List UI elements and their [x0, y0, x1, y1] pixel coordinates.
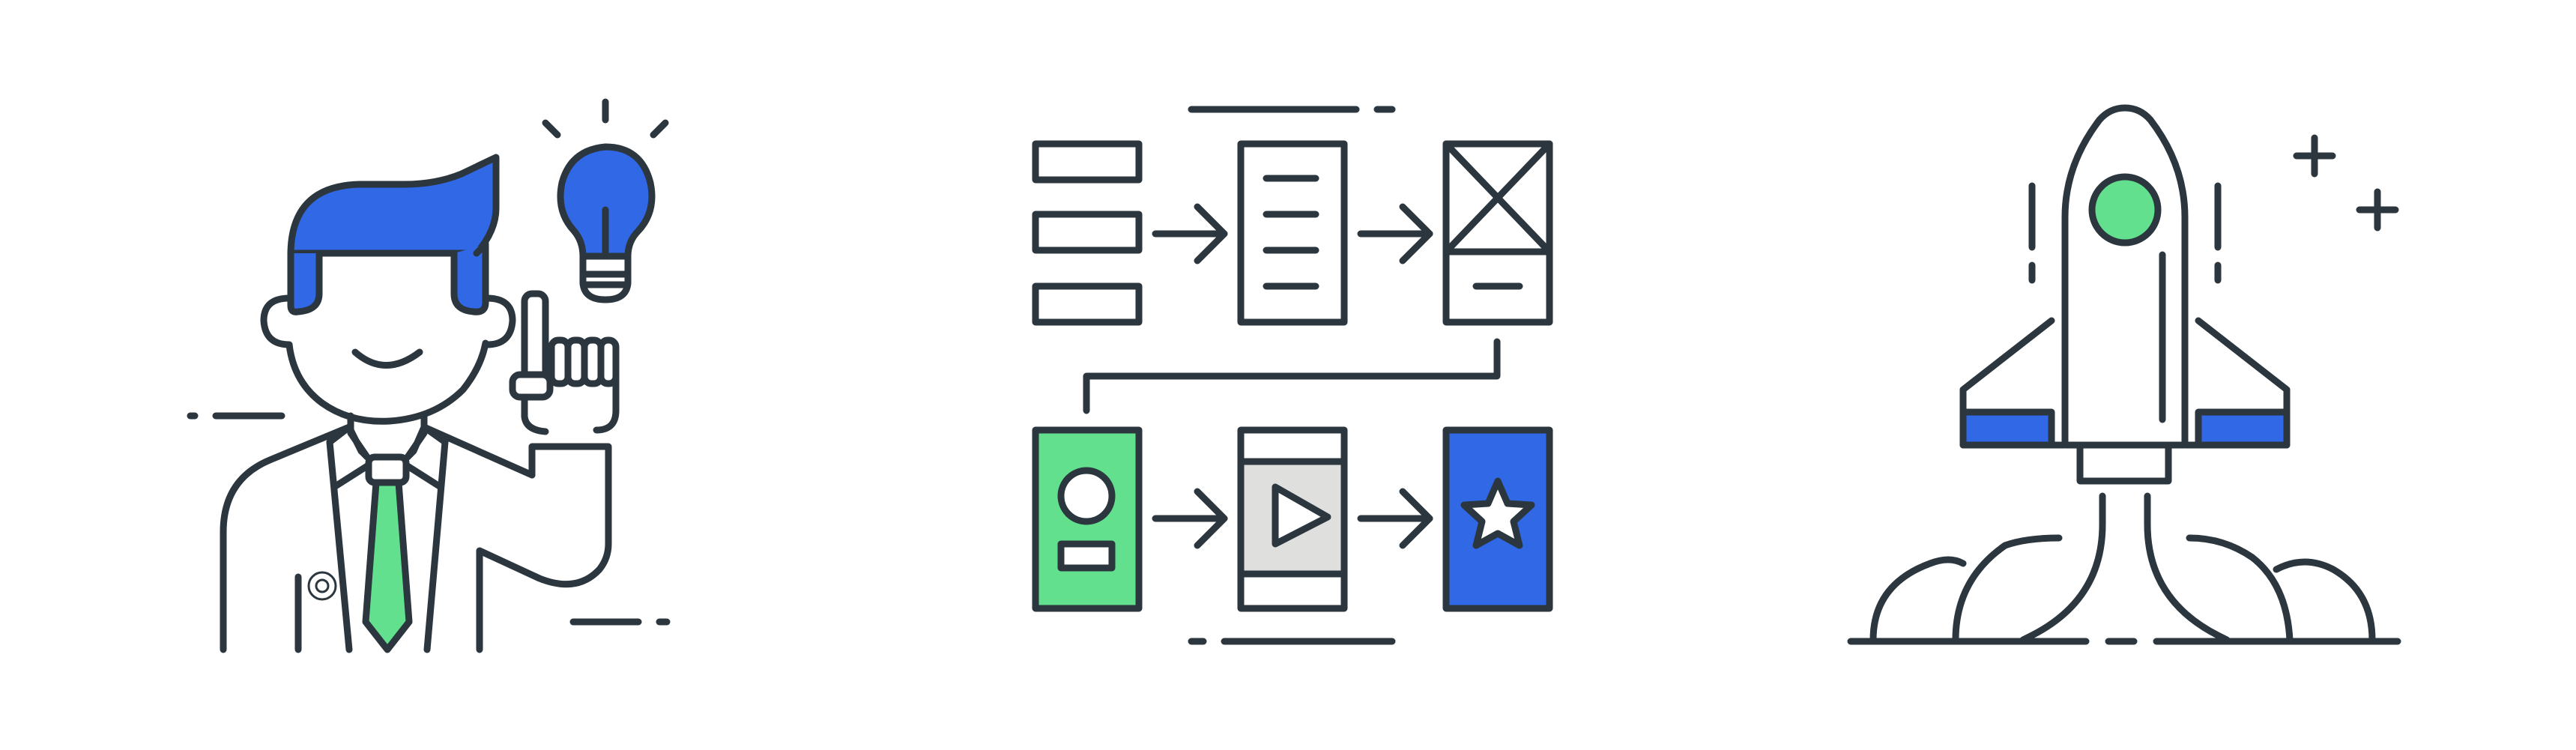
sparkle-icon: [2293, 134, 2399, 232]
arrow-right-icon: [1152, 203, 1228, 264]
profile-card-icon: [1032, 426, 1143, 612]
person-svg: [187, 98, 671, 653]
star-card-icon: [1442, 426, 1553, 612]
video-player-icon: [1237, 426, 1348, 612]
smoke-cloud-icon: [1847, 492, 2401, 645]
connector-line: [1083, 338, 1501, 414]
idea-person-illustration: [0, 0, 859, 750]
suit-body: [220, 412, 612, 653]
window-icon: [2088, 173, 2162, 247]
raised-finger-icon: [509, 290, 620, 435]
wireframe-icon: [1442, 140, 1553, 326]
pin-icon: [307, 571, 337, 601]
head: [260, 294, 516, 425]
arrow-right-icon: [1357, 203, 1433, 264]
necktie-icon: [362, 453, 413, 653]
list-icon: [1032, 140, 1143, 326]
rocket-svg: [1847, 104, 2401, 645]
rocket-fins: [1959, 317, 2291, 449]
lightbulb-icon: [542, 98, 669, 303]
arrow-right-icon: [1152, 488, 1228, 549]
arrow-right-icon: [1357, 488, 1433, 549]
rocket-icon: [2061, 104, 2189, 485]
dash-lines-left: [187, 412, 671, 626]
hair: [287, 154, 500, 315]
workflow-illustration: [859, 0, 1717, 750]
document-icon: [1237, 140, 1348, 326]
workflow-svg: [1032, 106, 1553, 645]
rocket-launch-illustration: [1717, 0, 2576, 750]
side-dashes: [2028, 182, 2222, 284]
